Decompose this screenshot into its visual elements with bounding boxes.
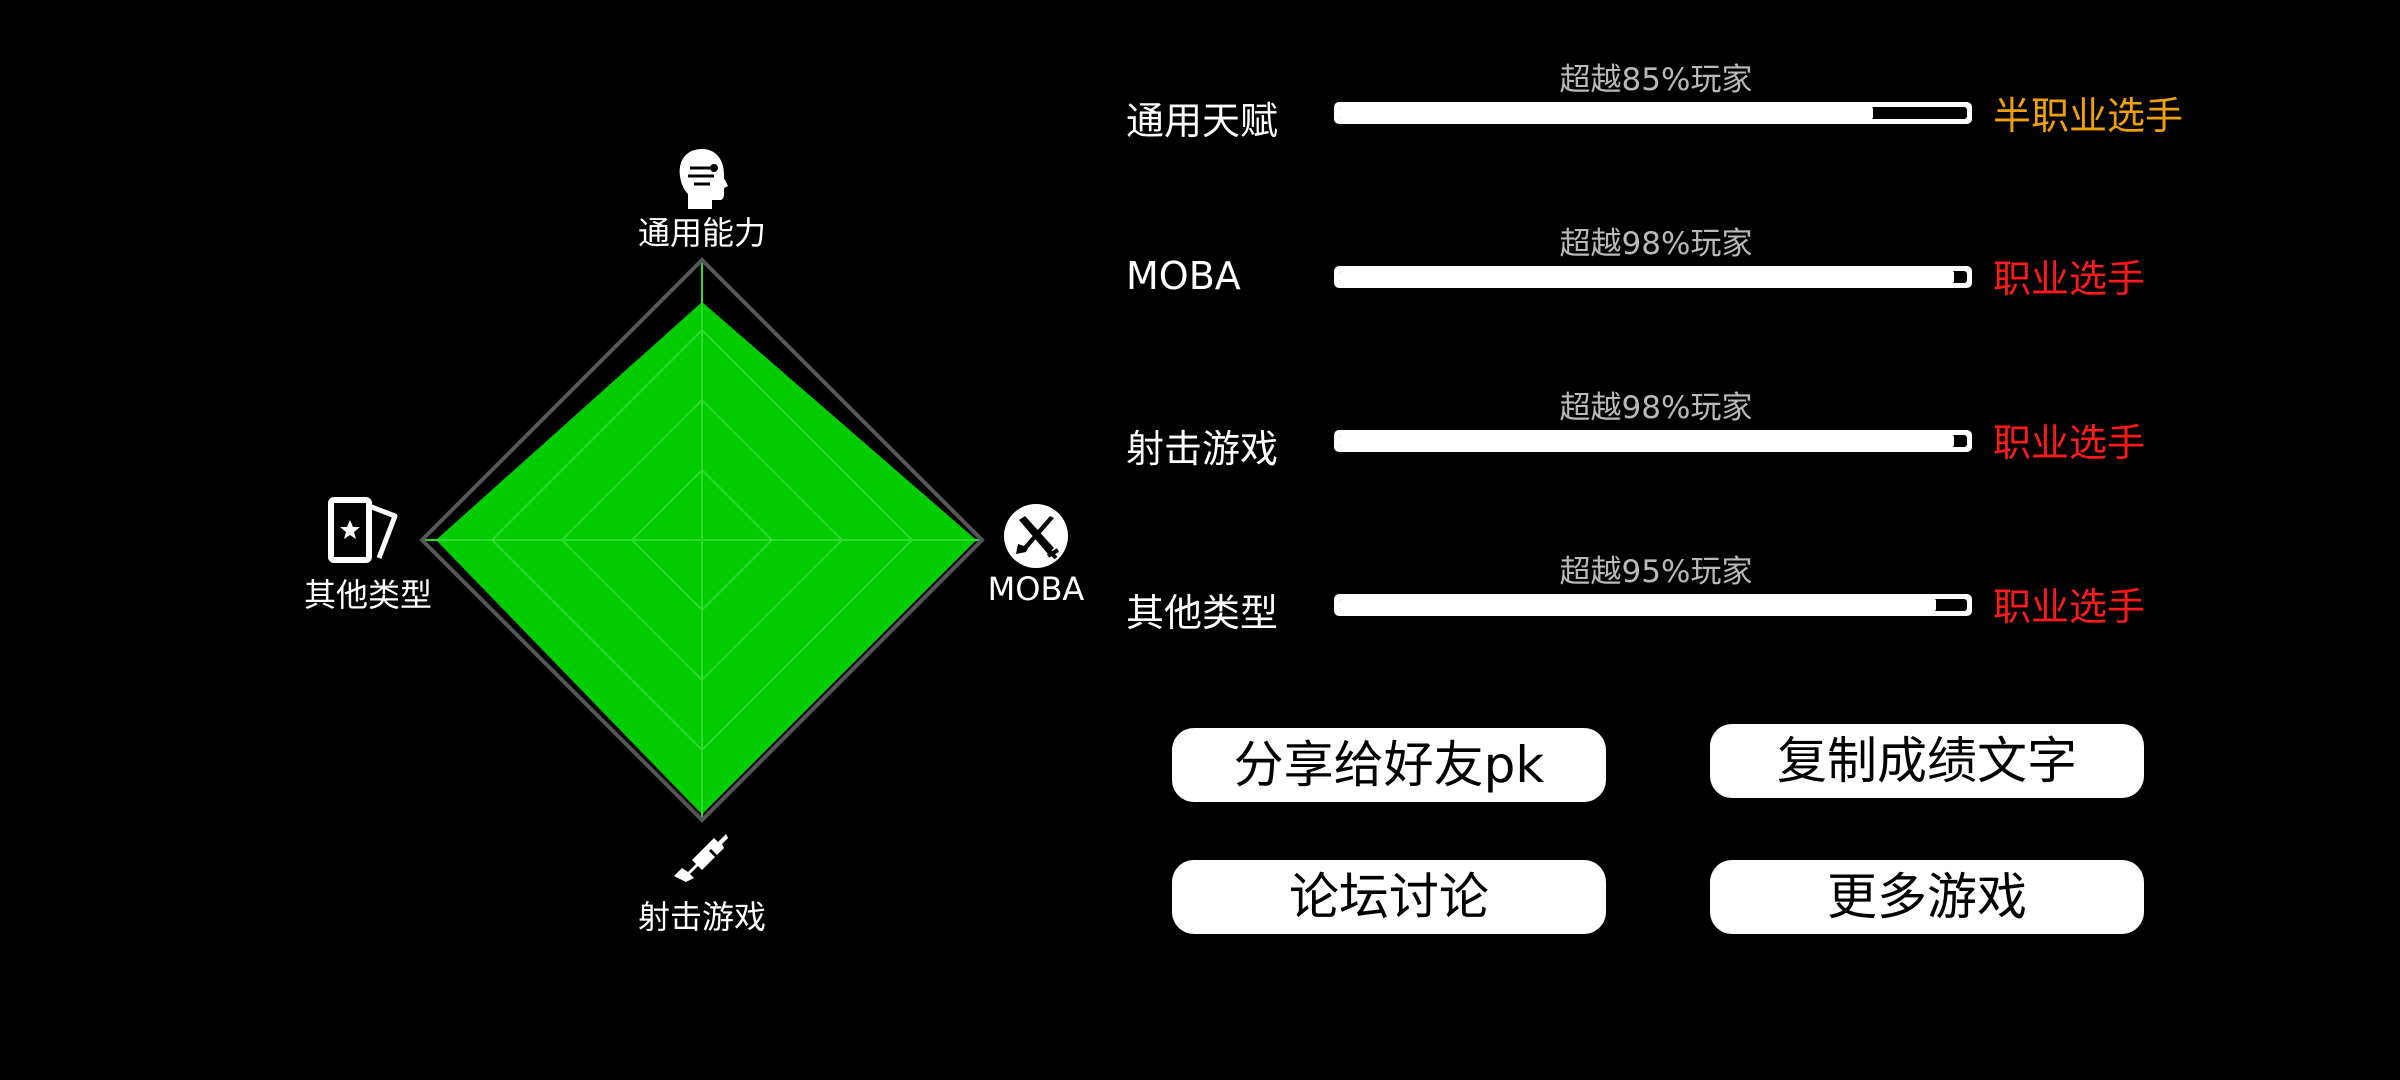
head-icon bbox=[670, 146, 734, 216]
rank-label: 半职业选手 bbox=[1993, 94, 2184, 138]
progress-fill bbox=[1339, 599, 1936, 611]
row-name: 射击游戏 bbox=[1126, 427, 1279, 471]
more-games-button[interactable]: 更多游戏 bbox=[1710, 860, 2144, 934]
progress-bar bbox=[1334, 102, 1972, 124]
progress-bar bbox=[1334, 594, 1972, 616]
radar-outline bbox=[419, 257, 985, 823]
rifle-icon bbox=[670, 826, 730, 886]
row-caption: 超越95%玩家 bbox=[1559, 554, 1753, 590]
forum-button[interactable]: 论坛讨论 bbox=[1172, 860, 1606, 934]
row-name: 通用天赋 bbox=[1126, 99, 1279, 143]
crossed-swords-icon bbox=[1002, 502, 1070, 574]
progress-fill bbox=[1339, 271, 1955, 283]
progress-bar bbox=[1334, 266, 1972, 288]
row-caption: 超越98%玩家 bbox=[1559, 226, 1753, 262]
axis-label-shooter: 射击游戏 bbox=[637, 898, 767, 936]
share-button[interactable]: 分享给好友pk bbox=[1172, 728, 1606, 802]
axis-label-other: 其他类型 bbox=[303, 576, 433, 614]
radar-series bbox=[436, 302, 977, 815]
progress-fill bbox=[1339, 435, 1955, 447]
row-caption: 超越85%玩家 bbox=[1559, 62, 1753, 98]
copy-results-button[interactable]: 复制成绩文字 bbox=[1710, 724, 2144, 798]
rank-label: 职业选手 bbox=[1993, 421, 2146, 465]
radar-chart bbox=[419, 257, 985, 823]
progress-bar bbox=[1334, 430, 1972, 452]
rank-label: 职业选手 bbox=[1993, 257, 2146, 301]
row-caption: 超越98%玩家 bbox=[1559, 390, 1753, 426]
axis-label-moba: MOBA bbox=[987, 570, 1085, 608]
axis-label-general: 通用能力 bbox=[637, 214, 767, 252]
radar-outer-frame bbox=[419, 257, 985, 823]
row-name: MOBA bbox=[1126, 254, 1241, 298]
progress-fill bbox=[1339, 107, 1873, 119]
card-star-icon bbox=[325, 496, 399, 568]
radar-series-area bbox=[436, 302, 977, 815]
rank-label: 职业选手 bbox=[1993, 585, 2146, 629]
row-name: 其他类型 bbox=[1126, 591, 1279, 635]
